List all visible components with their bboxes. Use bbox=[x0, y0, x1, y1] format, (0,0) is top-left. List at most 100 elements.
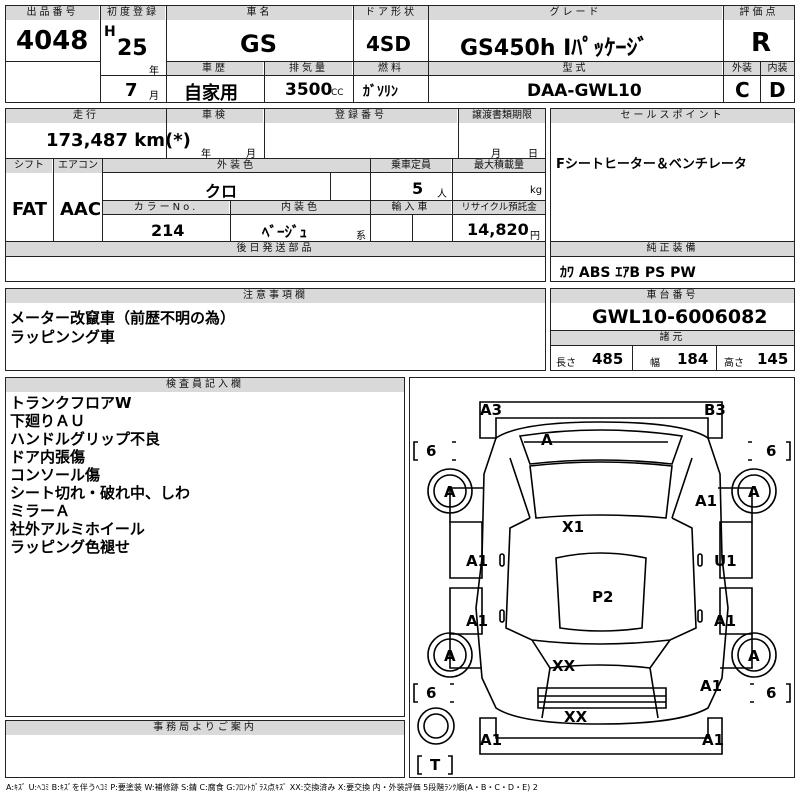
inspector-note: 社外アルミホイール bbox=[10, 520, 145, 538]
lot-no-header: 出品番号 bbox=[6, 6, 99, 20]
caution-line-2: ラッピンング車 bbox=[10, 328, 116, 346]
recycle-header: リサイクル預託金 bbox=[453, 201, 545, 215]
chassis-no: GWL10-6006082 bbox=[592, 306, 768, 328]
car-diagram: A3 B3 A A A A1 X1 A1 U1 P2 A1 A1 A A XX … bbox=[413, 401, 791, 775]
damage-door-r1: U1 bbox=[714, 552, 737, 570]
car-name: GS bbox=[240, 30, 277, 58]
inspection-month-unit: 月 bbox=[246, 149, 256, 160]
grade-header: グレード bbox=[429, 6, 722, 20]
office-header: 事務局よりご案内 bbox=[6, 721, 404, 735]
damage-door-l2: A1 bbox=[466, 612, 488, 630]
reg-year: 25 bbox=[117, 36, 148, 61]
damage-front-l-a1: A1 bbox=[480, 731, 502, 749]
door-header: ドア形状 bbox=[354, 6, 428, 20]
tread-fl: 6 bbox=[426, 442, 436, 460]
displacement-header: 排気量 bbox=[265, 62, 352, 76]
color-no: 214 bbox=[151, 221, 185, 240]
inspector-note: ハンドルグリップ不良 bbox=[10, 430, 161, 448]
history: 自家用 bbox=[184, 83, 238, 104]
shift: FAT bbox=[12, 199, 48, 220]
displacement: 3500 bbox=[285, 80, 333, 100]
month-unit: 月 bbox=[149, 91, 159, 102]
spec-length: 485 bbox=[592, 350, 624, 368]
fuel-header: 燃料 bbox=[354, 62, 428, 76]
inspector-note: ラッピング色褪せ bbox=[10, 538, 131, 556]
fuel: ｶﾞｿﾘﾝ bbox=[363, 84, 398, 100]
reg-no-header: 登録番号 bbox=[265, 109, 457, 123]
max-load-header: 最大積載量 bbox=[453, 159, 545, 173]
damage-door-l1: A1 bbox=[466, 552, 488, 570]
spec-length-label: 長さ bbox=[556, 358, 576, 369]
aircon: AAC bbox=[60, 199, 102, 220]
caution-header: 注意事項欄 bbox=[6, 289, 545, 303]
tire-fl-a: A bbox=[444, 483, 456, 501]
era-letter: H bbox=[104, 24, 116, 40]
lot-no: 4048 bbox=[16, 26, 89, 56]
damage-xx-hood: XX bbox=[552, 657, 576, 675]
later-parts-header: 後日発送部品 bbox=[6, 242, 545, 256]
chassis-frame bbox=[550, 288, 795, 371]
caution-frame bbox=[5, 288, 546, 371]
capacity: 5 bbox=[412, 179, 424, 198]
recycle-fee: 14,820 bbox=[467, 220, 529, 239]
mileage: 173,487 km(*) bbox=[46, 130, 191, 151]
genuine-header: 純正装備 bbox=[551, 242, 794, 256]
displacement-unit: CC bbox=[331, 88, 344, 98]
damage-b3: B3 bbox=[704, 401, 726, 419]
top-info-frame bbox=[5, 5, 795, 103]
tire-rr-a: A bbox=[748, 647, 760, 665]
shift-header: シフト bbox=[6, 159, 52, 173]
first-reg-header: 初度登録 bbox=[101, 6, 165, 20]
color-no-header: カラーNo. bbox=[103, 201, 229, 215]
office-frame bbox=[5, 720, 405, 778]
tread-rl: 6 bbox=[426, 684, 436, 702]
inspector-note: トランクフロアW bbox=[10, 394, 132, 412]
ext-color: クロ bbox=[205, 182, 238, 201]
int-color-header: 内装色 bbox=[231, 201, 370, 215]
inspector-note: シート切れ・破れ中、しわ bbox=[10, 484, 191, 502]
transfer-day-unit: 日 bbox=[528, 149, 538, 160]
model-code-header: 型式 bbox=[429, 62, 722, 76]
spec-height-label: 高さ bbox=[724, 358, 744, 369]
inspector-header: 検査員記入欄 bbox=[6, 378, 404, 392]
damage-p2: P2 bbox=[592, 588, 613, 606]
exterior-header: 外装 bbox=[724, 62, 760, 76]
reg-month: 7 bbox=[125, 80, 138, 101]
detail-frame bbox=[5, 108, 546, 282]
chassis-header: 車台番号 bbox=[551, 289, 794, 303]
inspector-note: 下廻りＡＵ bbox=[10, 412, 86, 430]
int-color: ﾍﾞｰｼﾞｭ bbox=[262, 223, 308, 241]
score: R bbox=[751, 28, 772, 58]
damage-rear-r-a1: A1 bbox=[700, 677, 722, 695]
spec-width-label: 幅 bbox=[650, 358, 660, 369]
spare-tire: T bbox=[430, 756, 441, 774]
sales-frame bbox=[550, 108, 795, 282]
tire-fr-a: A bbox=[748, 483, 760, 501]
grade: GS450h Ⅰﾊﾟｯｹｰｼﾞ bbox=[460, 36, 649, 61]
transfer-month-unit: 月 bbox=[491, 149, 501, 160]
capacity-unit: 人 bbox=[437, 189, 447, 200]
exterior-grade: C bbox=[735, 78, 750, 102]
interior-grade: D bbox=[769, 78, 786, 102]
inspector-note: ドア内張傷 bbox=[10, 448, 86, 466]
inspection-header: 車検 bbox=[167, 109, 263, 123]
sales-point: Fシートヒーター＆ベンチレータ bbox=[556, 157, 747, 172]
damage-x1: X1 bbox=[562, 518, 584, 536]
damage-roof-a: A bbox=[541, 431, 553, 449]
model-code: DAA-GWL10 bbox=[527, 81, 642, 101]
damage-door-r2: A1 bbox=[714, 612, 736, 630]
damage-fender-a1: A1 bbox=[695, 492, 717, 510]
tread-fr: 6 bbox=[766, 442, 776, 460]
inspector-notes: トランクフロアW 下廻りＡＵ ハンドルグリップ不良 ドア内張傷 コンソール傷 シ… bbox=[10, 394, 190, 556]
transfer-header: 譲渡書類期限 bbox=[459, 109, 545, 123]
damage-front-r-a1: A1 bbox=[702, 731, 724, 749]
car-diagram-frame bbox=[409, 377, 795, 778]
genuine-equipment: ｶﾜ ABS ｴｱB PS PW bbox=[560, 265, 696, 281]
recycle-unit: 円 bbox=[530, 231, 540, 242]
history-header: 車歴 bbox=[167, 62, 263, 76]
spec-height: 145 bbox=[757, 350, 789, 368]
door-type: 4SD bbox=[366, 32, 411, 56]
specs-header: 諸元 bbox=[551, 331, 794, 345]
inspector-note: コンソール傷 bbox=[10, 466, 101, 484]
score-header: 評価点 bbox=[724, 6, 794, 20]
